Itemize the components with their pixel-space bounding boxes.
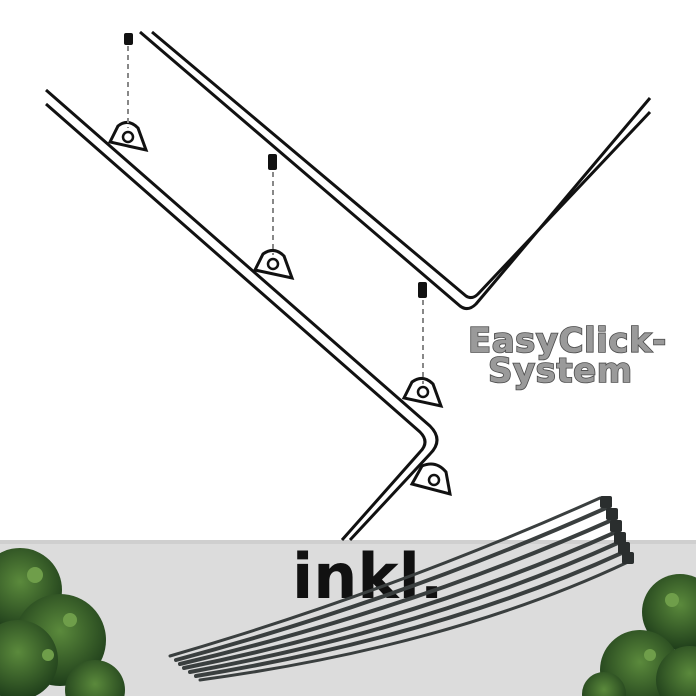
lower-panel xyxy=(45,88,439,542)
mounting-tab-icon xyxy=(409,462,452,497)
mounting-pin-icon xyxy=(124,33,133,128)
mounting-tab-icon xyxy=(401,377,444,409)
boxwood-plant-icon xyxy=(0,548,125,696)
cable-tie-icon xyxy=(168,496,630,682)
caption-line-1: EasyClick- xyxy=(468,321,667,361)
cable-tie-head-icon xyxy=(600,496,634,564)
floor-shadow xyxy=(0,540,696,544)
mounting-tab-icon xyxy=(107,121,149,153)
upper-panel xyxy=(139,30,652,318)
caption-line-2: System xyxy=(488,351,633,391)
mounting-tab-icon xyxy=(252,249,295,281)
boxwood-plant-icon xyxy=(582,574,696,696)
mounting-pin-icon xyxy=(268,154,277,255)
mounting-pin-icon xyxy=(418,282,427,384)
